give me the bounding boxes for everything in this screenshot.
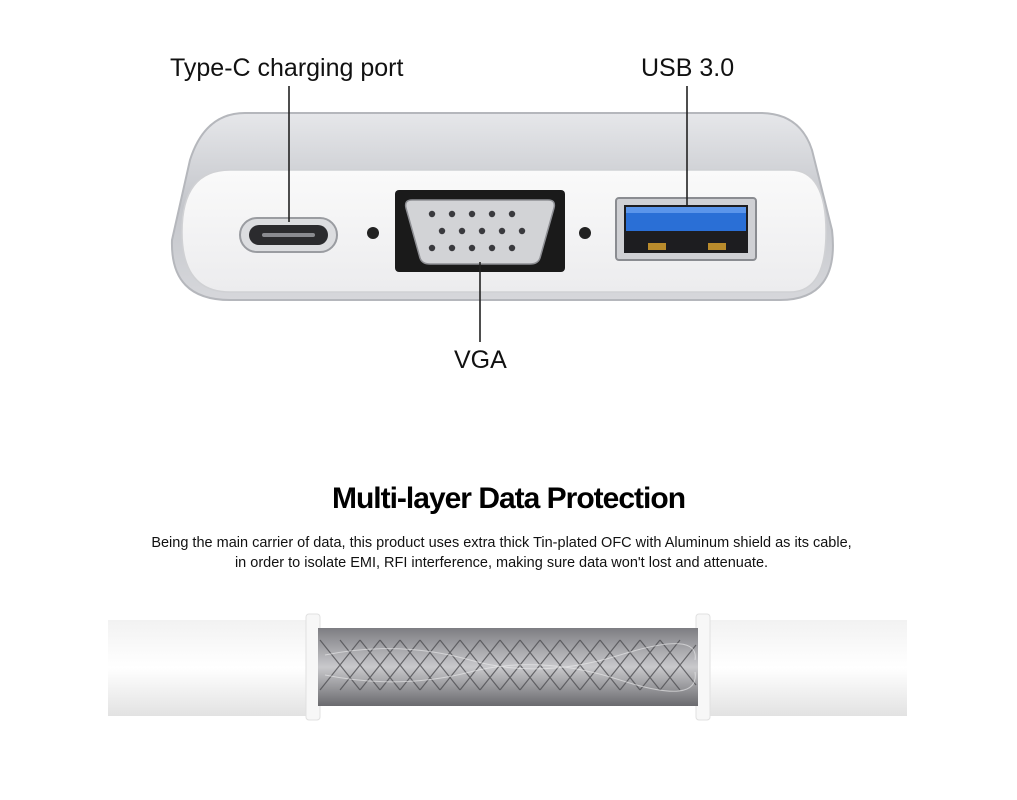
vga-port-label: VGA <box>454 346 507 374</box>
cable-jacket-right <box>702 620 907 716</box>
typec-port <box>239 217 338 253</box>
description-line-1: Being the main carrier of data, this pro… <box>151 535 852 551</box>
vga-port <box>395 190 565 272</box>
usb3-port <box>615 197 757 261</box>
indicator-dot-left <box>367 227 379 239</box>
cable-jacket-left <box>108 620 313 716</box>
indicator-dot-right <box>579 227 591 239</box>
description-line-2: in order to isolate EMI, RFI interferenc… <box>234 555 769 571</box>
cable-illustration <box>108 613 907 721</box>
typec-port-label: Type-C charging port <box>170 54 404 82</box>
usb-port-label: USB 3.0 <box>641 54 735 82</box>
section-headline: Multi-layer Data Protection <box>331 482 686 515</box>
